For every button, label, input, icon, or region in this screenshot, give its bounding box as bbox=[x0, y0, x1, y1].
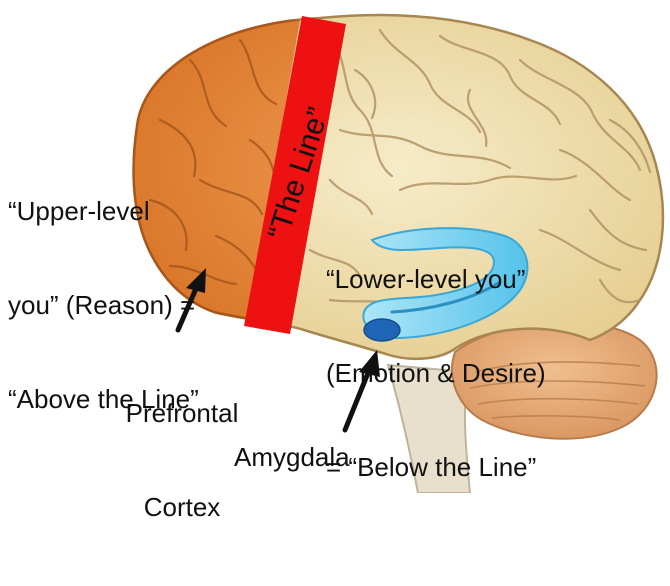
upper-label-line2: you” (Reason) = bbox=[8, 290, 199, 321]
upper-label-line1: “Upper-level bbox=[8, 196, 199, 227]
lower-label-line2: (Emotion & Desire) bbox=[326, 358, 546, 389]
prefrontal-label-line2: Cortex bbox=[92, 492, 272, 523]
brain-diagram: “The Line” “Upper-level you” (Reason) = … bbox=[0, 0, 670, 493]
lower-label-line1: “Lower-level you” bbox=[326, 264, 546, 295]
prefrontal-label-line1: Prefrontal bbox=[92, 398, 272, 429]
lower-level-label: “Lower-level you” (Emotion & Desire) = “… bbox=[326, 202, 546, 545]
lower-label-line3: = “Below the Line” bbox=[326, 452, 546, 483]
amygdala-label: Amygdala bbox=[234, 442, 350, 473]
